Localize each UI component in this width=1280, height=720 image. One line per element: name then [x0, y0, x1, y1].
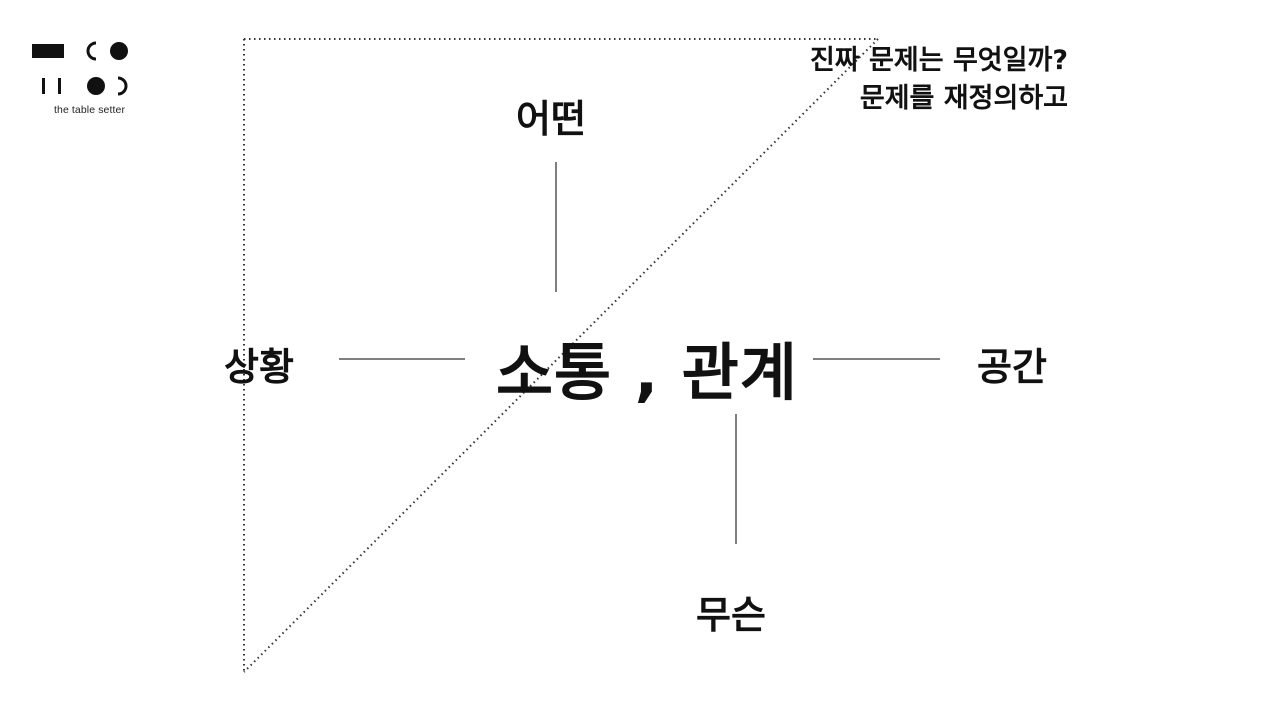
label-top: 어떤 [516, 97, 586, 141]
corner-note: 진짜 문제는 무엇일까? 문제를 재정의하고 [810, 42, 1068, 118]
corner-note-line1: 진짜 문제는 무엇일까? [809, 45, 1068, 76]
brand-logo [30, 40, 140, 120]
label-bottom: 무슨 [696, 593, 766, 637]
corner-note-line2: 문제를 재정의하고 [859, 83, 1068, 114]
logo-mark-icon [32, 41, 128, 96]
label-right: 공간 [977, 345, 1047, 389]
center-label: 소통 , 관계 [496, 336, 798, 409]
logo-caption: the table setter [54, 104, 126, 116]
label-left: 상황 [224, 345, 294, 389]
